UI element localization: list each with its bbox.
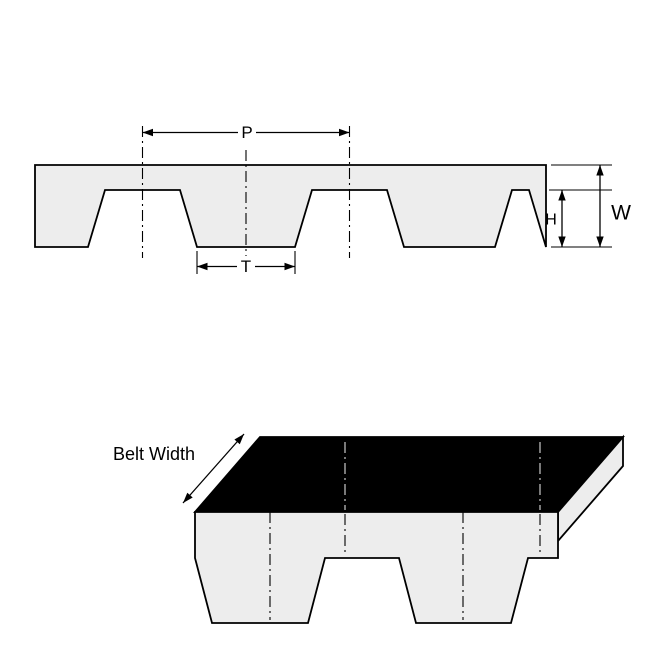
pitch-arrow-right-icon: [339, 128, 350, 137]
pitch-label: P: [241, 123, 252, 142]
belt-width-dimension: Belt Width: [113, 433, 245, 504]
belt-width-label: Belt Width: [113, 444, 195, 464]
belt-width-arrow-up-icon: [234, 434, 244, 445]
tooth-arrow-left-icon: [197, 262, 208, 271]
thickness-arrow-down-icon: [596, 236, 604, 247]
tooth-width-label: T: [241, 257, 251, 276]
belt-profile: [34, 164, 547, 248]
thickness-dimension: W: [596, 165, 631, 247]
tooth-height-label: H: [545, 212, 557, 229]
height-arrow-down-icon: [558, 236, 566, 247]
belt-width-arrow-down-icon: [183, 492, 193, 503]
thickness-label: W: [611, 202, 631, 225]
belt-front-face: [194, 511, 559, 624]
belt-top-face: [193, 436, 625, 513]
height-arrow-up-icon: [558, 190, 566, 201]
belt-width-dim-line: [182, 433, 245, 504]
thickness-arrow-up-icon: [596, 165, 604, 176]
pitch-arrow-left-icon: [142, 128, 153, 137]
tooth-height-dimension: H: [545, 190, 566, 247]
belt-3d-view: Belt Width: [113, 433, 625, 624]
pitch-dimension: P: [142, 123, 350, 142]
tooth-arrow-right-icon: [284, 262, 295, 271]
tooth-width-dimension: T: [196, 251, 296, 276]
cross-section-view: P T H W: [34, 123, 631, 276]
